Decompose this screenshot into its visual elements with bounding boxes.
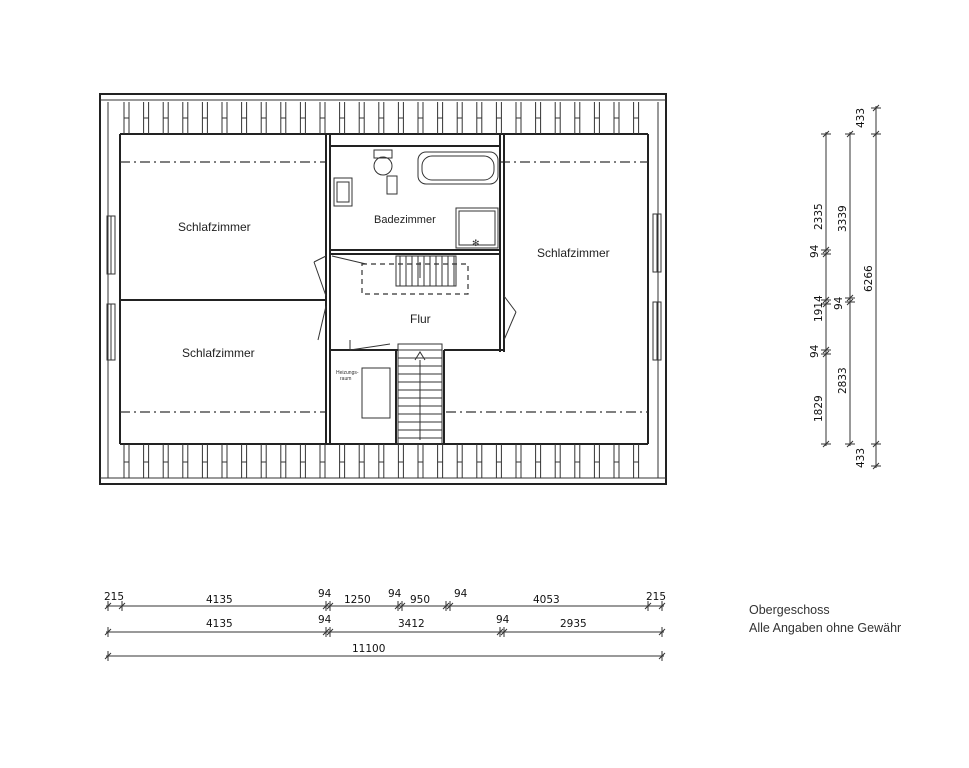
- dim-h1-1250: 1250: [344, 594, 371, 606]
- dim-v1-2335: 2335: [813, 203, 825, 230]
- bathroom-fixtures: ✻: [333, 149, 499, 249]
- room-label-heizungsraum-2: raum: [340, 376, 351, 382]
- dim-h2-94-b: 94: [496, 614, 510, 626]
- dim-h1-215-left: 215: [104, 591, 124, 603]
- svg-text:✻: ✻: [472, 238, 480, 248]
- room-label-flur: Flur: [410, 312, 431, 326]
- room-label-badezimmer: Badezimmer: [374, 214, 436, 226]
- dim-h2-3412: 3412: [398, 618, 425, 630]
- rafters-top: [123, 102, 640, 134]
- dim-v1-94-a: 94: [809, 244, 821, 258]
- dim-h1-4135: 4135: [206, 594, 233, 606]
- caption-disclaimer: Alle Angaben ohne Gewähr: [749, 621, 902, 635]
- interior-walls: [120, 134, 505, 444]
- dim-v1-94-b: 94: [809, 344, 821, 358]
- side-windows: [106, 213, 662, 361]
- outer-walls: [99, 93, 667, 485]
- rafters-bottom: [123, 444, 640, 478]
- dim-v3-433-bottom: 433: [855, 448, 867, 468]
- caption-block: Obergeschoss Alle Angaben ohne Gewähr: [749, 601, 901, 637]
- dim-h1-215-right: 215: [646, 591, 666, 603]
- dim-v3-6266: 6266: [863, 265, 875, 292]
- vertical-dimensions: 2335 94 1914 94 1829 3339 94 2833 433 62…: [809, 104, 881, 470]
- room-label-schlafzimmer-top-left: Schlafzimmer: [178, 220, 251, 234]
- room-label-schlafzimmer-bottom-left: Schlafzimmer: [182, 346, 255, 360]
- doors: [313, 255, 517, 351]
- dim-h1-94-a: 94: [318, 588, 332, 600]
- horizontal-dimensions: 215 4135 94 1250 94 950 94 4053 215 4135…: [104, 588, 666, 661]
- dim-v2-94: 94: [833, 296, 845, 310]
- dim-v1-1829: 1829: [813, 395, 825, 422]
- dim-h1-94-c: 94: [454, 588, 468, 600]
- dim-h2-94-a: 94: [318, 614, 332, 626]
- dim-h2-4135: 4135: [206, 618, 233, 630]
- dim-h1-4053: 4053: [533, 594, 560, 606]
- dim-h3-11100: 11100: [352, 643, 385, 655]
- dim-v2-3339: 3339: [837, 205, 849, 232]
- room-label-schlafzimmer-right: Schlafzimmer: [537, 246, 610, 260]
- dim-v3-433-top: 433: [855, 108, 867, 128]
- dim-v1-1914: 1914: [813, 295, 825, 322]
- dim-h1-94-b: 94: [388, 588, 402, 600]
- dim-h2-2935: 2935: [560, 618, 587, 630]
- dim-h1-950: 950: [410, 594, 430, 606]
- heizungsraum-unit: [361, 367, 391, 419]
- stairs: [361, 255, 469, 445]
- caption-floor-name: Obergeschoss: [749, 603, 830, 617]
- room-label-heizungsraum-1: Heizungs-: [336, 370, 359, 376]
- knee-wall-lines: [120, 161, 648, 413]
- dim-v2-2833: 2833: [837, 367, 849, 394]
